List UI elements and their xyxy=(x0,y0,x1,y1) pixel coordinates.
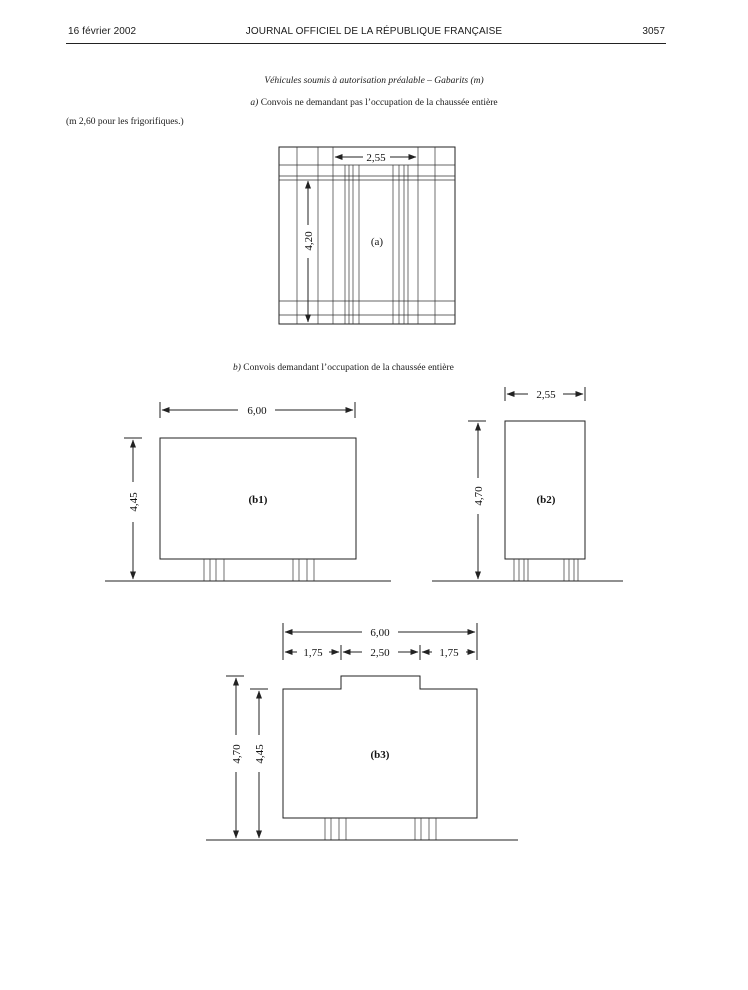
dim-b3-right: 1,75 xyxy=(439,647,459,659)
dim-a-height: 4,20 xyxy=(303,231,315,251)
figure-b3-label: (b3) xyxy=(371,749,390,761)
dim-a-width: 2,55 xyxy=(366,152,386,164)
dim-b3-width: 6,00 xyxy=(370,627,390,639)
figure-b2: 2,55 4,70 (b2) xyxy=(432,387,623,582)
journal-title: JOURNAL OFFICIEL DE LA RÉPUBLIQUE FRANÇA… xyxy=(245,26,503,37)
header-rule xyxy=(66,43,666,44)
gauge-a-outline xyxy=(278,146,456,325)
caption-a-text: Convois ne demandant pas l’occupation de… xyxy=(260,98,498,108)
dim-b3-height-inner: 4,45 xyxy=(254,744,266,764)
section-title: Véhicules soumis à autorisation préalabl… xyxy=(264,76,484,86)
figure-b1-label: (b1) xyxy=(249,494,268,506)
dim-b2-height: 4,70 xyxy=(473,486,485,506)
dim-b1-height: 4,45 xyxy=(128,492,140,512)
caption-b-text: Convois demandant l’occupation de la cha… xyxy=(243,363,454,373)
page-number: 3057 xyxy=(642,26,665,37)
dim-b3-left: 1,75 xyxy=(303,647,323,659)
figure-b1: 6,00 4,45 (b1) xyxy=(105,402,391,582)
dim-b3-height-outer: 4,70 xyxy=(231,744,243,764)
figure-b2-label: (b2) xyxy=(537,494,556,506)
figure-a-label: (a) xyxy=(371,236,384,248)
caption-a-letter: a) xyxy=(250,98,259,108)
refrigerated-note: (m 2,60 pour les frigorifiques.) xyxy=(66,117,184,127)
dim-b3-middle: 2,50 xyxy=(370,647,390,659)
caption-b-letter: b) xyxy=(233,363,241,373)
caption-b: b) Convois demandant l’occupation de la … xyxy=(233,363,454,373)
vehicle-b1-body xyxy=(159,437,357,560)
caption-a: a) Convois ne demandant pas l’occupation… xyxy=(0,98,748,108)
vehicle-b3-body xyxy=(282,675,478,819)
header-date: 16 février 2002 xyxy=(68,26,137,37)
figure-a: 2,55 4,20 (a) xyxy=(278,146,456,325)
figure-b3: 6,00 1,75 2,50 1,75 4,70 4,45 (b3) xyxy=(206,623,518,841)
dim-b2-width: 2,55 xyxy=(536,389,556,401)
vehicle-b2-body xyxy=(504,420,586,560)
dim-b1-width: 6,00 xyxy=(247,405,267,417)
